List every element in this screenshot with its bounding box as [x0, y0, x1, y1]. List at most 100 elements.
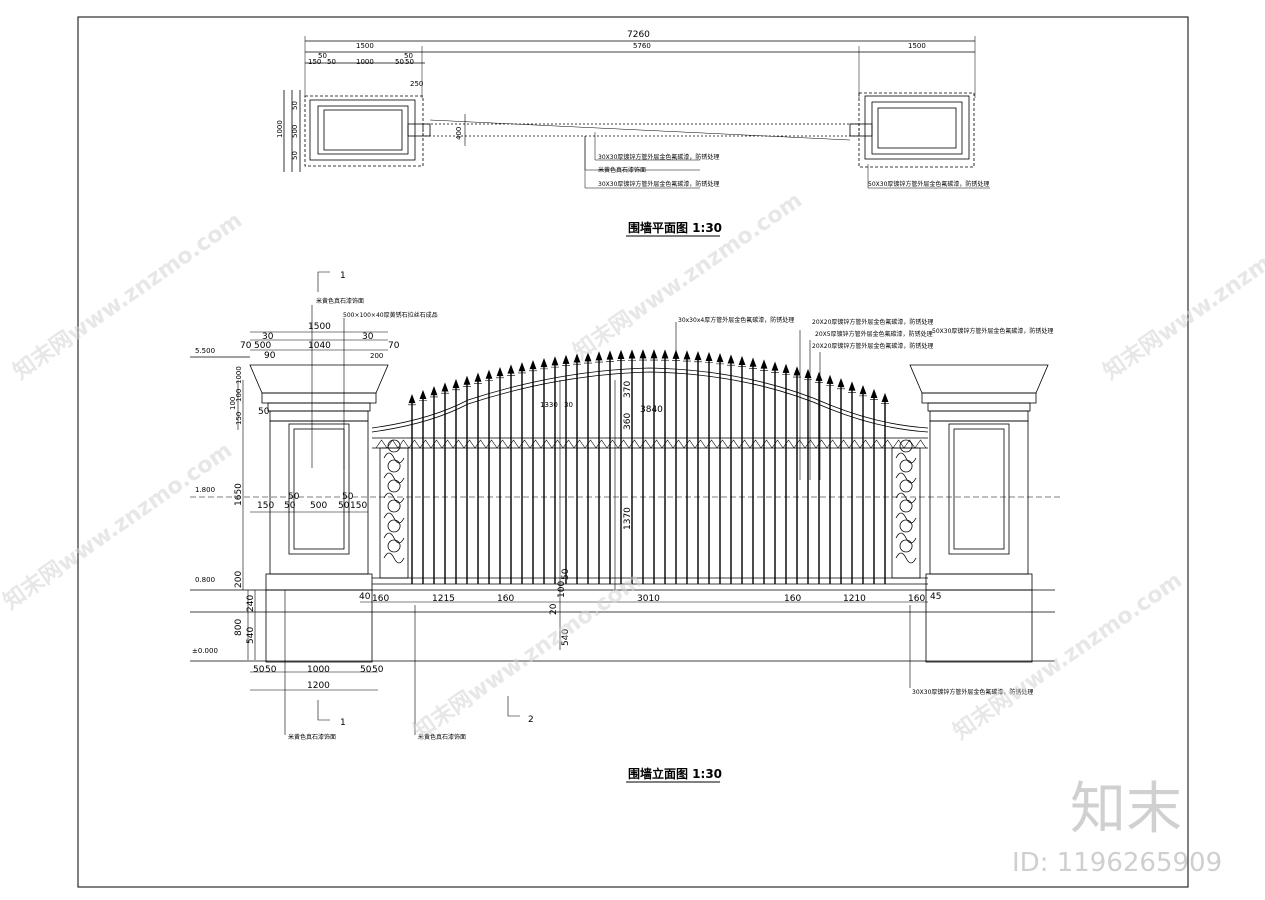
elev-left-dim: 240: [246, 595, 256, 612]
elev-left-dim: 1000: [235, 366, 243, 384]
plan-note: 50X30厚镀锌方管外层金色氟碳漆，防锈处理: [868, 180, 989, 188]
gate-v-dim: 370: [623, 381, 633, 398]
picket-spear-tip: [837, 377, 845, 390]
gate-v-dim: 50: [561, 568, 571, 580]
plan-right-pillar: [858, 92, 975, 168]
gate-dim: 40: [359, 592, 371, 602]
lattice-segment: [639, 439, 652, 449]
gate-pickets: [408, 349, 889, 584]
picket-spear-tip: [485, 369, 493, 381]
lattice-segment: [595, 439, 608, 449]
elev-bot-dim: 50: [253, 665, 265, 675]
elev-left-dim: 200: [234, 571, 244, 588]
right-pillar-body: [929, 420, 1029, 575]
elev-dim: 30: [362, 332, 374, 342]
plan-overall-dim: 7260: [627, 30, 650, 40]
picket-spear-tip: [881, 392, 889, 404]
lattice-segment: [496, 439, 509, 449]
picket-spear-tip: [749, 357, 757, 369]
watermark-text: 知末网www.znzmo.com: [949, 567, 1187, 745]
section-mark-1-top: 1: [340, 271, 346, 281]
picket-spear-tip: [551, 356, 559, 368]
plan-pillar-dim: 50: [404, 52, 413, 60]
elev-dim-200: 200: [370, 352, 383, 360]
brand-logo: 知末: [1070, 777, 1182, 842]
scroll-ornament: [383, 439, 405, 464]
plan-side-1000: 1000: [276, 120, 284, 138]
elev-dim-500: 500: [254, 341, 271, 351]
lattice-segment: [837, 439, 850, 449]
lattice-segment: [408, 439, 421, 449]
elev-note: 米黄色真石漆饰面: [316, 297, 364, 305]
elev-bot-dim: 50: [372, 665, 384, 675]
picket-spear-tip: [848, 381, 856, 393]
scroll-ornament: [895, 439, 917, 464]
picket-spear-tip: [694, 350, 702, 363]
section-mark-1-bottom: 1: [340, 718, 346, 728]
elev-left-dim: 100: [235, 389, 243, 402]
picket-spear-tip: [793, 366, 801, 378]
lattice-segment: [452, 439, 465, 449]
picket-spear-tip: [859, 385, 867, 397]
gate-v-dim: 100: [557, 581, 567, 598]
lattice-segment: [430, 439, 443, 449]
elev-left-dim: 100: [229, 397, 237, 410]
scroll-ornament: [895, 539, 917, 564]
picket-spear-tip: [639, 349, 647, 361]
picket-spear-tip: [452, 378, 460, 391]
scroll-ornament: [383, 539, 405, 564]
gate-v-dim: 3840: [640, 405, 663, 415]
elev-dim-1500: 1500: [308, 322, 331, 332]
elevation-dimension-lines: [237, 271, 928, 735]
plan-pillar-dim: 150: [308, 58, 321, 66]
elev-note: 米黄色真石漆饰面: [418, 733, 466, 741]
plan-side-500: 500: [291, 125, 299, 138]
plan-depth-400: 400: [455, 127, 463, 140]
sheet-border: [77, 16, 1189, 888]
picket-spear-tip: [441, 382, 449, 394]
watermark-text: 知末网www.znzmo.com: [9, 207, 247, 385]
elev-note: 米黄色真石漆饰面: [288, 733, 336, 741]
lattice-segment: [540, 439, 553, 449]
gate-dim: 3010: [637, 594, 660, 604]
elev-mid-dim: 150: [350, 501, 367, 511]
gate-dim: 160: [908, 594, 925, 604]
elev-bot-dim: 50: [360, 665, 372, 675]
plan-left-pillar: [304, 95, 424, 167]
picket-spear-tip: [430, 386, 438, 398]
lattice-segment: [562, 439, 575, 449]
elev-mid-dim: 50: [284, 501, 296, 511]
gate-v-dim: 1330: [540, 401, 558, 409]
section-mark-2: 2: [528, 715, 534, 725]
lattice-segment: [903, 439, 916, 449]
lattice-segment: [672, 439, 685, 449]
plan-pillar-dim: 50: [318, 52, 327, 60]
lattice-segment: [804, 439, 817, 449]
gate-v-dim: 540: [561, 629, 571, 646]
lattice-segment: [683, 439, 696, 449]
plan-top-extra: 250: [410, 80, 423, 88]
elevation-view: [190, 356, 1060, 663]
elev-left-dim: 1650: [234, 483, 244, 506]
watermark-text: 知末网www.znzmo.com: [0, 437, 237, 615]
elev-note: 500×100×40厚黄锈石拉丝石成品: [343, 311, 438, 319]
lattice-segment: [441, 439, 454, 449]
picket-spear-tip: [716, 353, 724, 365]
picket-spear-tip: [463, 375, 471, 387]
id-label: ID: 1196265909: [1012, 848, 1222, 878]
lattice-segment: [793, 439, 806, 449]
scroll-ornament: [383, 459, 405, 484]
level-1800: 1.800: [195, 486, 215, 494]
picket-spear-tip: [474, 372, 482, 384]
picket-spear-tip: [771, 361, 779, 373]
lattice-segment: [749, 439, 762, 449]
scroll-ornament: [895, 459, 917, 484]
plan-pillar-dim: 50: [395, 58, 404, 66]
gate-dim: 1215: [432, 594, 455, 604]
lattice-segment: [716, 439, 729, 449]
elev-dim: 70: [388, 341, 400, 351]
elev-bot-1200: 1200: [307, 681, 330, 691]
plan-pillar-dim: 1000: [356, 58, 374, 66]
lattice-segment: [573, 439, 586, 449]
elev-left-dim: 150: [235, 412, 243, 425]
